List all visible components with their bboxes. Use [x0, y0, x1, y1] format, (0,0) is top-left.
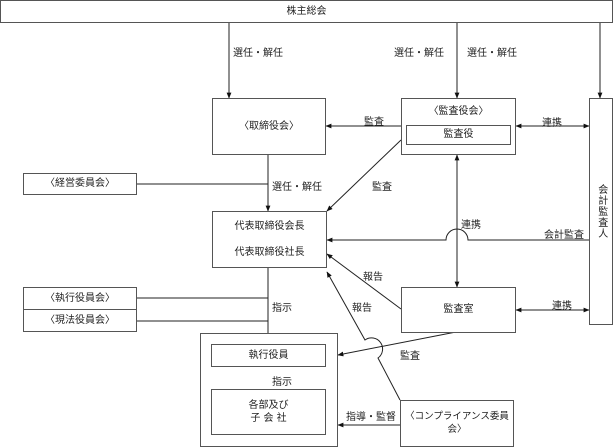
label-instruct-exec: 指示: [272, 303, 292, 314]
label-elect-dismiss-board: 選任・解任: [233, 48, 283, 59]
node-representative-directors: 代表取締役会長 代表取締役社長: [212, 211, 327, 268]
node-label: 監査室: [443, 304, 474, 316]
node-label: 執行役員: [248, 349, 289, 361]
node-local-officers-committee: 〈現法役員会〉: [23, 309, 137, 332]
node-label: 〈現法役員会〉: [45, 314, 115, 326]
node-shareholders: 株主総会: [0, 0, 613, 23]
edge-office-exec-audit: [337, 331, 457, 357]
node-label: 代表取締役社長: [234, 246, 305, 258]
node-label: 会計監査人: [595, 184, 607, 239]
node-executive-committee: 〈執行役員会〉: [23, 287, 137, 310]
label-guide-supervise: 指導・監督: [346, 412, 396, 423]
node-departments: 各部及び 子 会 社: [211, 389, 326, 435]
node-accounting-auditor: 会計監査人: [589, 98, 613, 325]
label-instruct-depts: 指示: [272, 377, 292, 388]
node-label: 子 会 社: [250, 413, 287, 424]
label-cooperation-office: 連携: [461, 220, 481, 231]
label-report-compliance: 報告: [352, 303, 372, 314]
label-elect-dismiss-accounting: 選任・解任: [467, 48, 517, 59]
label-audit-rep: 監査: [372, 182, 392, 193]
node-label: 〈取締役会〉: [239, 120, 299, 132]
node-label: 監査役: [443, 129, 474, 141]
label-cooperation-accounting: 連携: [542, 118, 562, 129]
node-label: 〈監査役会〉: [428, 106, 489, 117]
node-board: 〈取締役会〉: [212, 98, 326, 155]
node-audit-office: 監査室: [401, 287, 516, 333]
node-label: 〈コンプライアンス委員会〉: [405, 410, 509, 435]
edge-office-rep-report: [326, 253, 402, 310]
label-audit-exec: 監査: [400, 351, 420, 362]
edge-compliance-rep: [326, 271, 401, 401]
node-auditors: 監査役: [406, 125, 511, 145]
node-label: 〈執行役員会〉: [45, 292, 115, 304]
node-label: 代表取締役会長: [234, 221, 305, 232]
node-management-committee: 〈経営委員会〉: [23, 173, 137, 195]
node-audit-board: 〈監査役会〉 監査役: [401, 98, 516, 155]
label-elect-dismiss-auditors: 選任・解任: [394, 48, 444, 59]
node-label: 株主総会: [286, 5, 327, 17]
node-compliance-committee: 〈コンプライアンス委員会〉: [400, 400, 514, 447]
label-cooperation-office-accounting: 連携: [552, 301, 572, 312]
label-audit-board: 監査: [364, 117, 384, 128]
label-elect-dismiss-rep: 選任・解任: [272, 182, 322, 193]
node-label: 各部及び: [248, 399, 289, 411]
node-executive-officers: 執行役員: [211, 344, 326, 367]
edge-audit-rep: [326, 139, 402, 212]
node-label: 〈経営委員会〉: [45, 178, 115, 190]
label-report-office: 報告: [363, 272, 383, 283]
label-accounting-audit: 会計監査: [544, 230, 584, 241]
edge-accounting-rep: [326, 228, 589, 243]
